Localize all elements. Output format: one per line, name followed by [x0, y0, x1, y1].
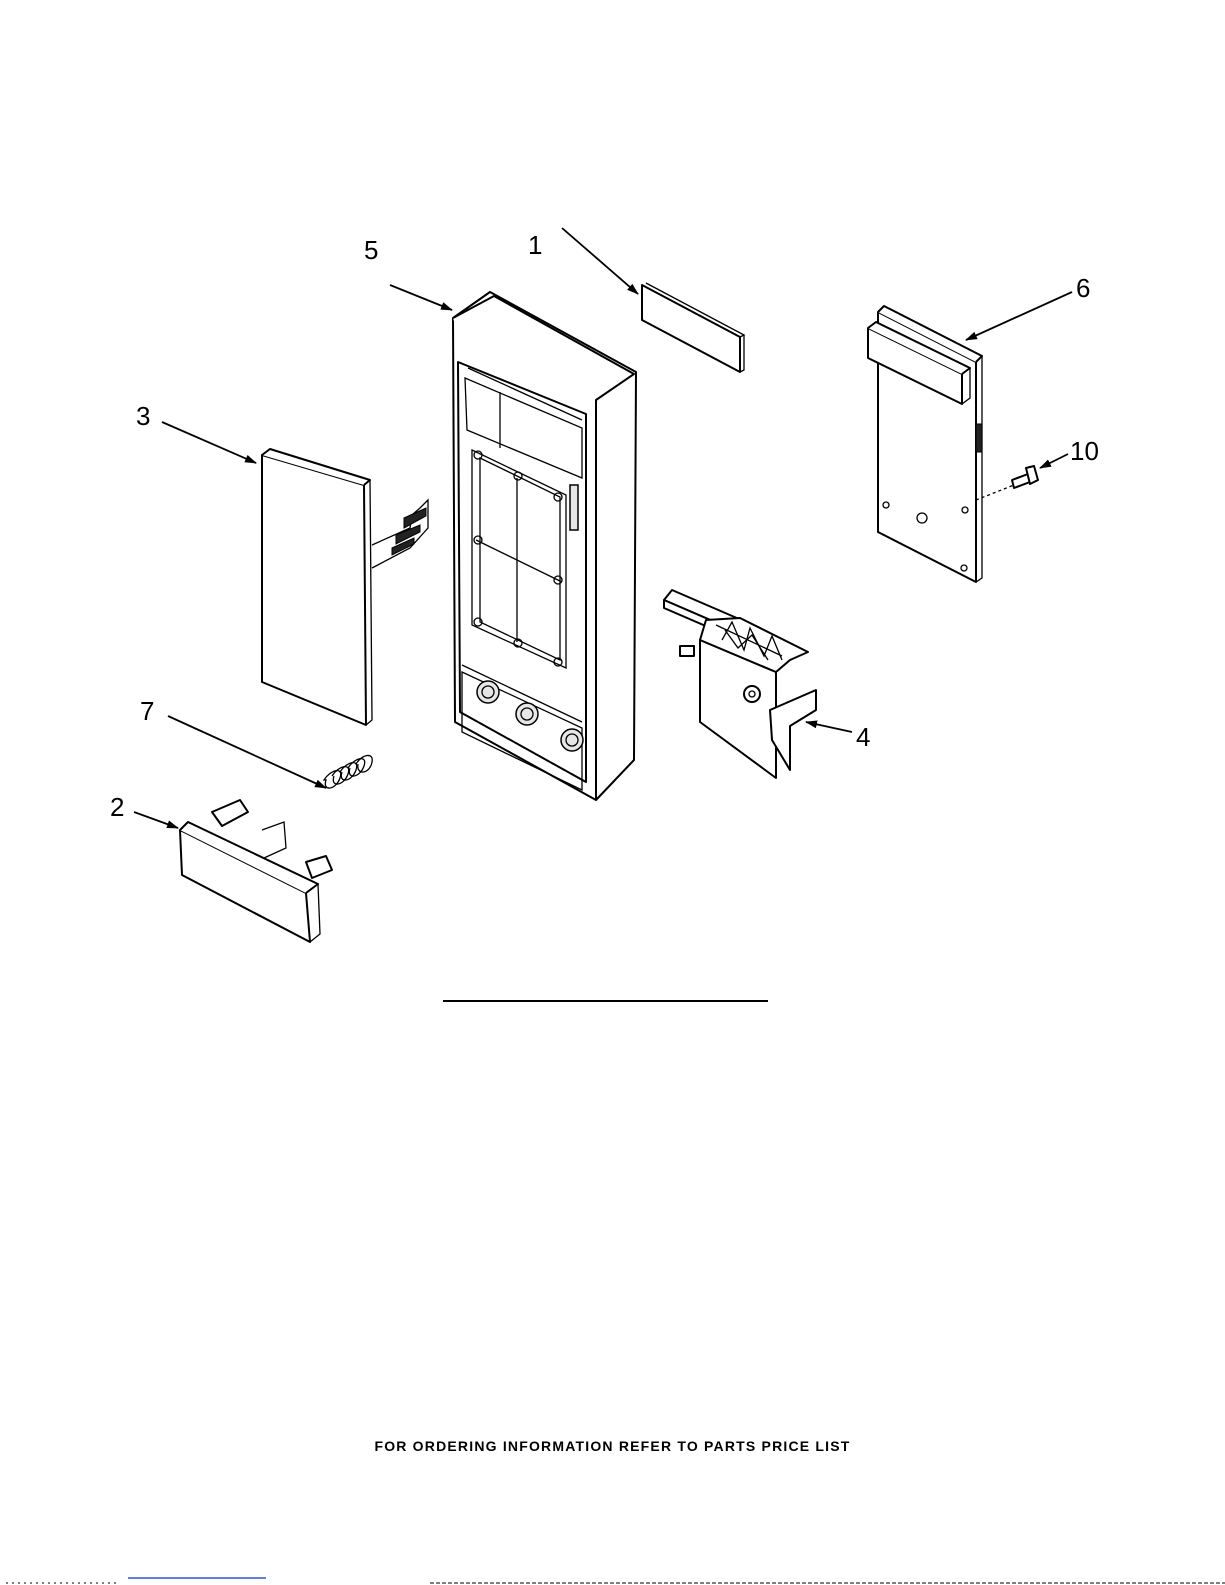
part-5-control-panel	[453, 292, 636, 800]
callout-1: 1	[528, 230, 542, 260]
callout-6: 6	[1076, 273, 1090, 303]
part-2-door-button	[180, 800, 332, 942]
callout-4: 4	[856, 722, 870, 752]
callout-10: 10	[1070, 436, 1099, 466]
footer-note: FOR ORDERING INFORMATION REFER TO PARTS …	[0, 1438, 1225, 1454]
part-7-spring	[324, 755, 372, 788]
part-6-control-board	[868, 306, 982, 582]
page-edge-marks	[0, 1575, 1225, 1585]
part-3-touch-panel	[262, 449, 428, 725]
title-rule	[443, 1000, 768, 1002]
part-4-latch	[664, 590, 816, 778]
part-10-screw	[976, 466, 1038, 500]
callout-7: 7	[140, 696, 154, 726]
callout-2: 2	[110, 792, 124, 822]
callout-3: 3	[136, 401, 150, 431]
callout-5: 5	[364, 235, 378, 265]
part-1-display-plate	[642, 283, 744, 372]
